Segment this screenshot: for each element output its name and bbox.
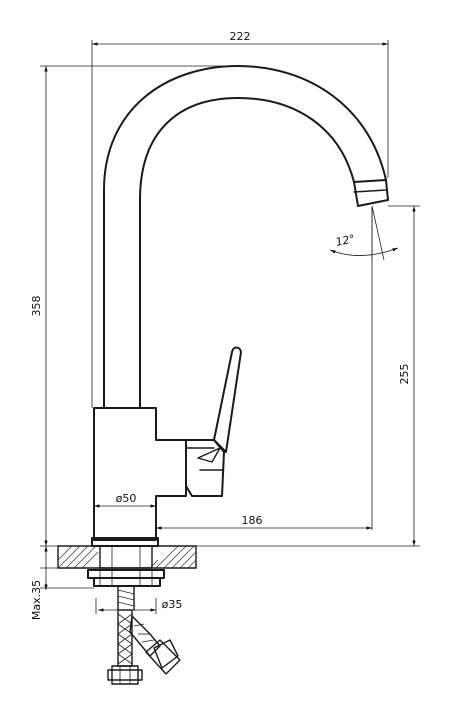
dim-hole-diameter: ø35 [162, 598, 183, 611]
dim-spout-reach: 186 [242, 514, 263, 527]
dim-spout-angle: 12° [334, 232, 356, 249]
flexible-hoses [107, 609, 181, 685]
spout-nozzle [353, 179, 389, 207]
dim-base-diameter: ø50 [116, 492, 137, 505]
extension-lines [40, 40, 420, 614]
dim-max-thickness: Max.35 [30, 580, 43, 620]
mounting-hardware [87, 569, 165, 611]
countertop-section [57, 545, 197, 569]
mixer-body [93, 407, 187, 541]
dim-spout-height: 255 [398, 364, 411, 385]
dim-width-top: 222 [230, 30, 251, 43]
dim-height-total: 358 [30, 296, 43, 317]
lever-handle [213, 346, 242, 453]
dimension-lines [44, 42, 416, 612]
faucet-outline [91, 65, 389, 547]
spout-inner-arc [139, 97, 355, 409]
